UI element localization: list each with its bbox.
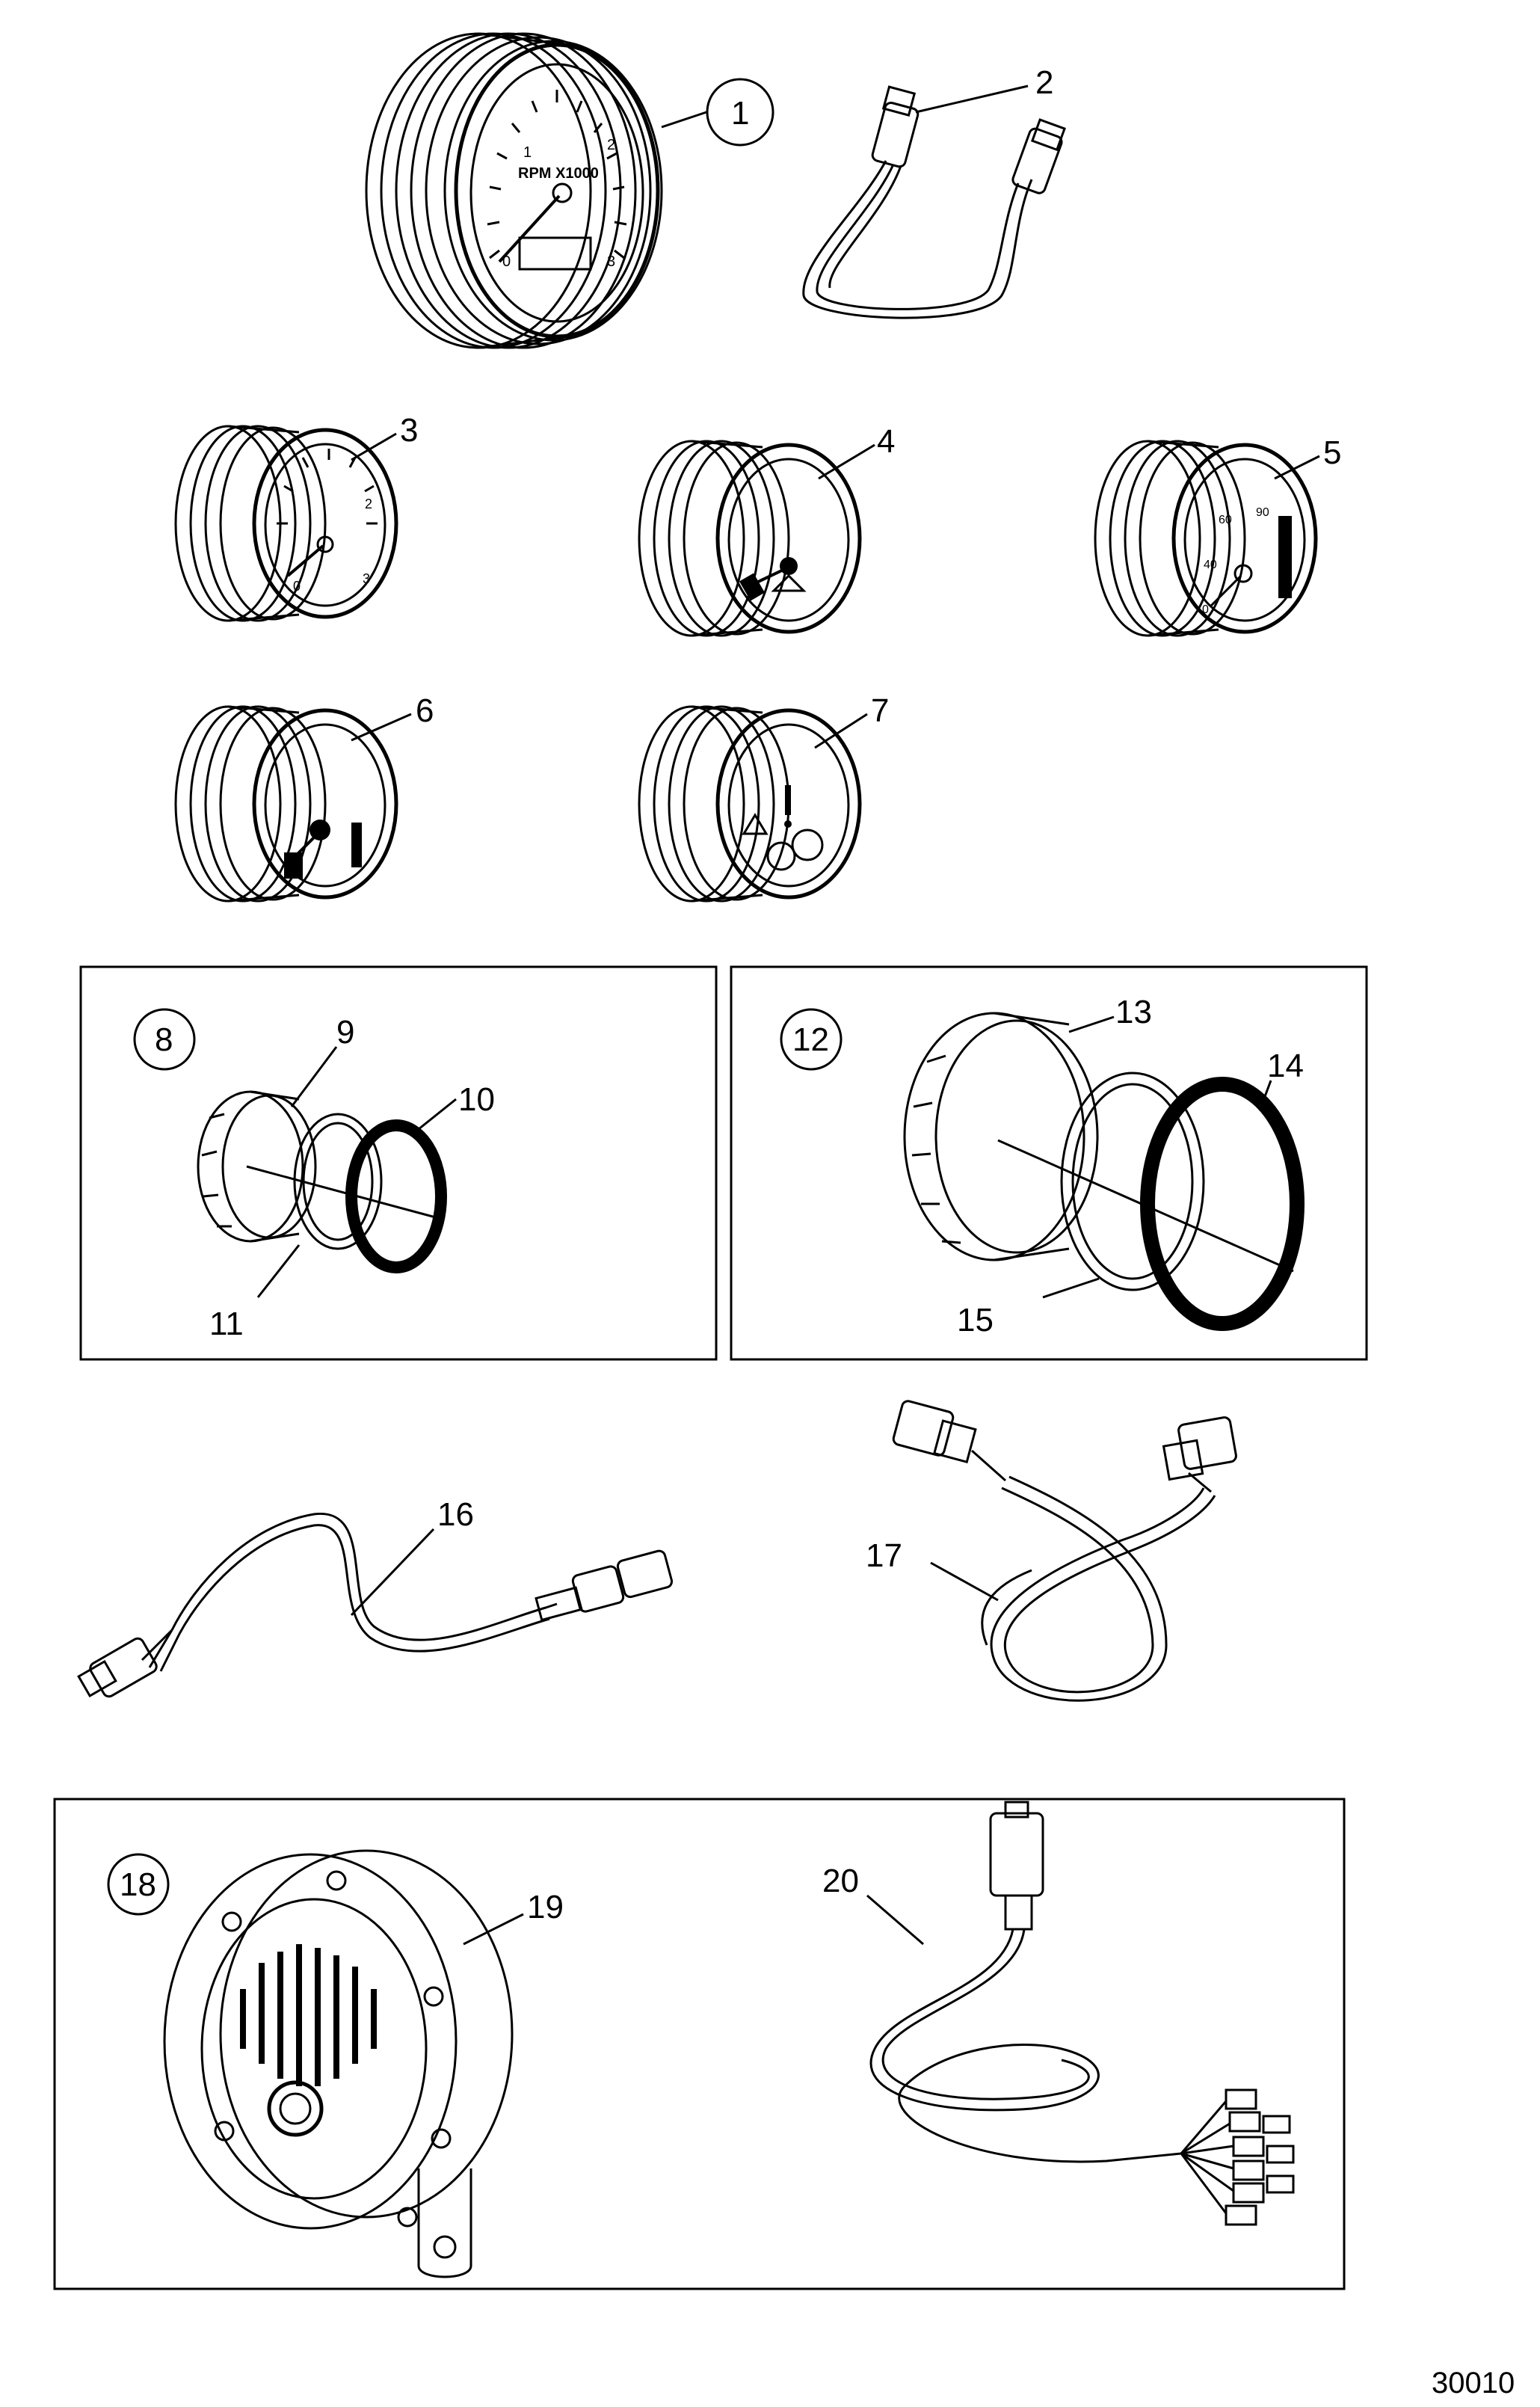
gauge5-tick-40: 40 xyxy=(1204,559,1217,571)
small-bezel-ring xyxy=(197,1090,317,1243)
callout-11: 11 xyxy=(209,1306,244,1342)
small-gasket xyxy=(293,1113,383,1250)
large-seal-ring xyxy=(1140,1077,1305,1331)
tachometer-unit-label: RPM X1000 xyxy=(518,165,599,182)
callout-9: 9 xyxy=(336,1014,354,1051)
callout-2: 2 xyxy=(1035,64,1053,101)
callout-5: 5 xyxy=(1323,434,1341,471)
gauge5-tick-90: 90 xyxy=(1256,506,1269,519)
tachometer-gauge: RPM X1000 0 1 2 3 xyxy=(365,32,663,349)
gauge-5: 0 40 60 90 xyxy=(1094,440,1318,637)
horn-harness-20 xyxy=(869,1801,1295,2226)
figure-number: 30010 xyxy=(1432,2367,1515,2400)
callout-15: 15 xyxy=(957,1302,994,1338)
tachometer-harness xyxy=(802,85,1066,319)
gauge-4 xyxy=(638,440,862,637)
large-gasket xyxy=(1060,1072,1205,1291)
gauge-3: 0 2 3 xyxy=(174,425,398,622)
tachometer-tick-1: 1 xyxy=(523,144,532,161)
kit-box-18 xyxy=(53,1798,1346,2290)
callout-6: 6 xyxy=(416,692,434,729)
svg-text:0: 0 xyxy=(293,579,301,594)
callout-10: 10 xyxy=(458,1081,495,1118)
gauge5-tick-60: 60 xyxy=(1219,514,1232,526)
svg-text:2: 2 xyxy=(365,497,372,511)
tachometer-tick-2: 2 xyxy=(607,137,615,153)
callout-13: 13 xyxy=(1115,994,1152,1030)
tachometer-tick-3: 3 xyxy=(607,253,615,270)
callout-18: 18 xyxy=(120,1866,156,1903)
callout-20: 20 xyxy=(822,1863,859,1899)
sensor-harness-16 xyxy=(77,1513,674,1698)
large-bezel-ring xyxy=(903,1012,1099,1261)
callout-16: 16 xyxy=(437,1496,474,1533)
callout-17: 17 xyxy=(866,1537,902,1574)
gauge5-tick-0: 0 xyxy=(1202,603,1209,616)
small-seal-ring xyxy=(345,1119,447,1273)
callout-7: 7 xyxy=(871,692,889,729)
callout-3: 3 xyxy=(400,412,418,449)
gauge-6 xyxy=(174,705,398,903)
kit-box-12 xyxy=(730,965,1368,1361)
callout-8: 8 xyxy=(155,1021,173,1058)
coiled-harness-17 xyxy=(892,1400,1237,1702)
callout-19: 19 xyxy=(527,1889,564,1925)
tachometer-tick-0: 0 xyxy=(502,253,511,270)
callout-1: 1 xyxy=(731,95,749,132)
gauge-7-warning xyxy=(638,705,862,903)
callout-12: 12 xyxy=(792,1021,829,1058)
svg-text:3: 3 xyxy=(363,571,370,586)
callout-4: 4 xyxy=(877,423,895,460)
callout-14: 14 xyxy=(1267,1048,1304,1084)
callout-circle-1 xyxy=(706,78,774,147)
horn xyxy=(163,1849,514,2278)
kit-box-8 xyxy=(79,965,718,1361)
